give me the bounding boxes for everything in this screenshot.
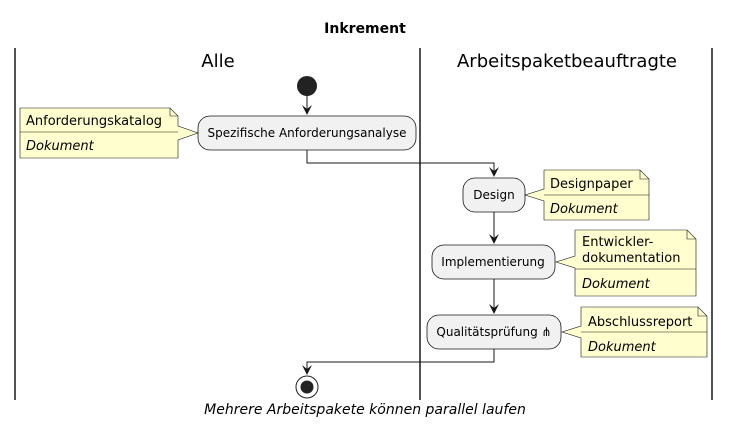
note-title: Abschlussreport: [588, 315, 692, 330]
note-type: Dokument: [582, 277, 651, 292]
start-node: [297, 76, 317, 96]
note-title-line-2: dokumentation: [582, 251, 680, 266]
flow-qualitaetspruefung-to-end: [302, 349, 495, 375]
note-title: Designpaper: [550, 177, 633, 192]
note-abschlussreport: Abschlussreport Dokument: [561, 306, 708, 358]
note-entwicklerdokumentation: Entwickler- dokumentation Dokument: [555, 229, 697, 297]
activity-design: Design: [462, 177, 526, 213]
activity-label: Spezifische Anforderungsanalyse: [208, 126, 407, 140]
lane-header-alle: Alle: [201, 51, 234, 72]
activity-qualitaetspruefung: Qualitätsprüfung ⋔: [426, 314, 562, 350]
note-type: Dokument: [26, 139, 95, 154]
end-node: [295, 375, 319, 399]
activity-implementierung: Implementierung: [431, 244, 556, 280]
note-anforderungskatalog: Anforderungskatalog Dokument: [19, 107, 199, 159]
lane-header-arbeitspaketbeauftragte: Arbeitspaketbeauftragte: [457, 51, 677, 72]
note-designpaper: Designpaper Dokument: [524, 169, 650, 221]
activity-label: Qualitätsprüfung ⋔: [436, 325, 551, 339]
diagram-title: Inkrement: [324, 21, 406, 37]
activity-anforderungsanalyse: Spezifische Anforderungsanalyse: [197, 115, 417, 151]
diagram-caption: Mehrere Arbeitspakete können parallel la…: [204, 402, 526, 418]
note-title: Anforderungskatalog: [26, 114, 162, 129]
note-type: Dokument: [550, 202, 619, 217]
note-title-line-1: Entwickler-: [582, 235, 654, 250]
activity-label: Implementierung: [441, 255, 544, 269]
activity-label: Design: [473, 188, 514, 202]
note-type: Dokument: [588, 340, 657, 355]
flow-analyse-to-design: [306, 150, 499, 177]
